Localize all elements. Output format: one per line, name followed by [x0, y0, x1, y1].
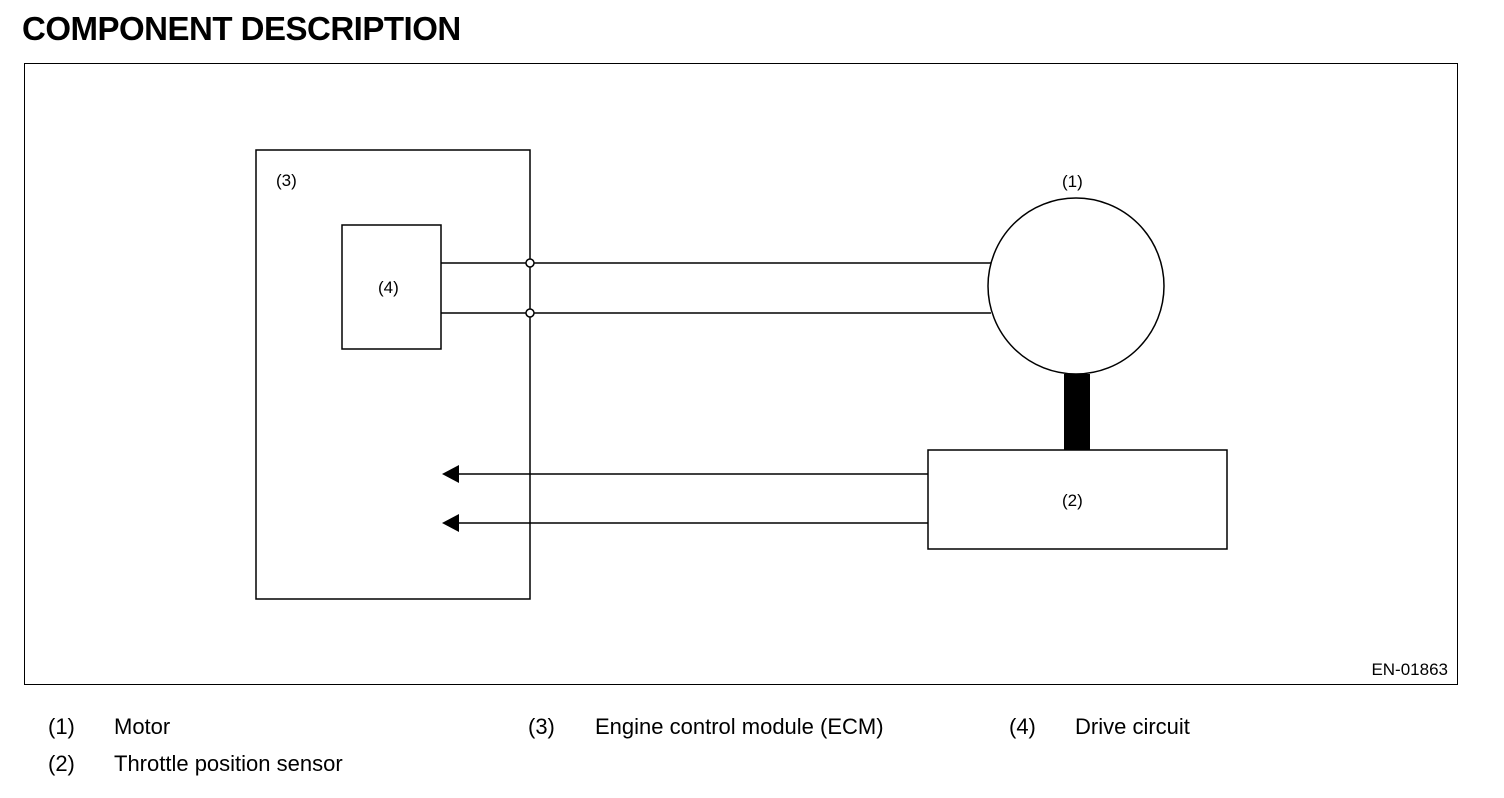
legend-number: (2): [48, 751, 75, 776]
sensor-box: [927, 449, 1228, 550]
ecm-label: (3): [276, 171, 297, 190]
legend-number: (4): [1009, 714, 1036, 739]
drive-circuit-label: (4): [378, 278, 399, 297]
motor-label: (1): [1062, 172, 1083, 191]
legend-text: Throttle position sensor: [114, 751, 343, 776]
legend-number: (3): [528, 714, 555, 739]
legend-text: Motor: [114, 714, 171, 739]
drive-circuit-box: [341, 224, 442, 350]
signal-arrow-lower: [442, 514, 459, 532]
ecm-box: [255, 149, 531, 600]
legend-text: Drive circuit: [1075, 714, 1190, 739]
motor-circle: [987, 197, 1165, 375]
sensor-label: (2): [1062, 491, 1083, 510]
connector-terminal-upper: [525, 258, 535, 268]
signal-arrow-upper: [442, 465, 459, 483]
legend-number: (1): [48, 714, 75, 739]
figure-id: EN-01863: [1371, 660, 1448, 679]
motor-shaft: [1064, 374, 1090, 450]
legend-text: Engine control module (ECM): [595, 714, 884, 739]
diagram-frame: [24, 63, 1458, 685]
page-title: COMPONENT DESCRIPTION: [22, 10, 461, 47]
connector-terminal-lower: [525, 308, 535, 318]
